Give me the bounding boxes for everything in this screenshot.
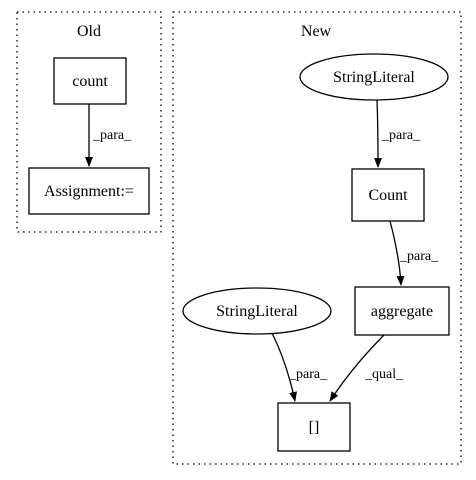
edge-label: _qual_ xyxy=(364,367,404,382)
node-index-label: [] xyxy=(309,419,320,436)
edge-count-to-aggregate: _para_ xyxy=(389,220,439,286)
cluster-old-label: Old xyxy=(77,23,101,40)
node-count-label: count xyxy=(72,73,108,90)
edge-aggregate-to-index: _qual_ xyxy=(329,334,404,402)
node-aggregate[interactable]: aggregate xyxy=(354,286,450,336)
cluster-old: Old xyxy=(16,11,162,233)
edge-label: _para_ xyxy=(288,367,328,382)
node-stringliteral-top[interactable]: StringLiteral xyxy=(299,53,449,101)
cluster-new-label: New xyxy=(301,23,332,40)
node-stringliteral-left[interactable]: StringLiteral xyxy=(182,287,332,335)
edge-label: _para_ xyxy=(381,128,421,143)
node-aggregate-label: aggregate xyxy=(371,303,433,320)
node-count-new-label: Count xyxy=(368,187,408,204)
node-count[interactable]: count xyxy=(53,57,127,105)
cluster-new: New xyxy=(172,11,462,465)
node-index[interactable]: [] xyxy=(277,402,351,452)
edge-label: _para_ xyxy=(92,128,132,143)
edge-stringliteral-to-count: _para_ xyxy=(373,99,421,168)
edge-label: _para_ xyxy=(399,249,439,264)
node-stringliteral-left-label: StringLiteral xyxy=(216,303,298,320)
node-count-new[interactable]: Count xyxy=(351,168,425,222)
edge-stringliteral-to-index: _para_ xyxy=(271,332,328,402)
node-assignment-label: Assignment:= xyxy=(44,183,134,200)
node-assignment[interactable]: Assignment:= xyxy=(28,167,150,215)
edge-count-to-assignment: _para_ xyxy=(85,104,132,167)
node-stringliteral-top-label: StringLiteral xyxy=(333,69,415,86)
